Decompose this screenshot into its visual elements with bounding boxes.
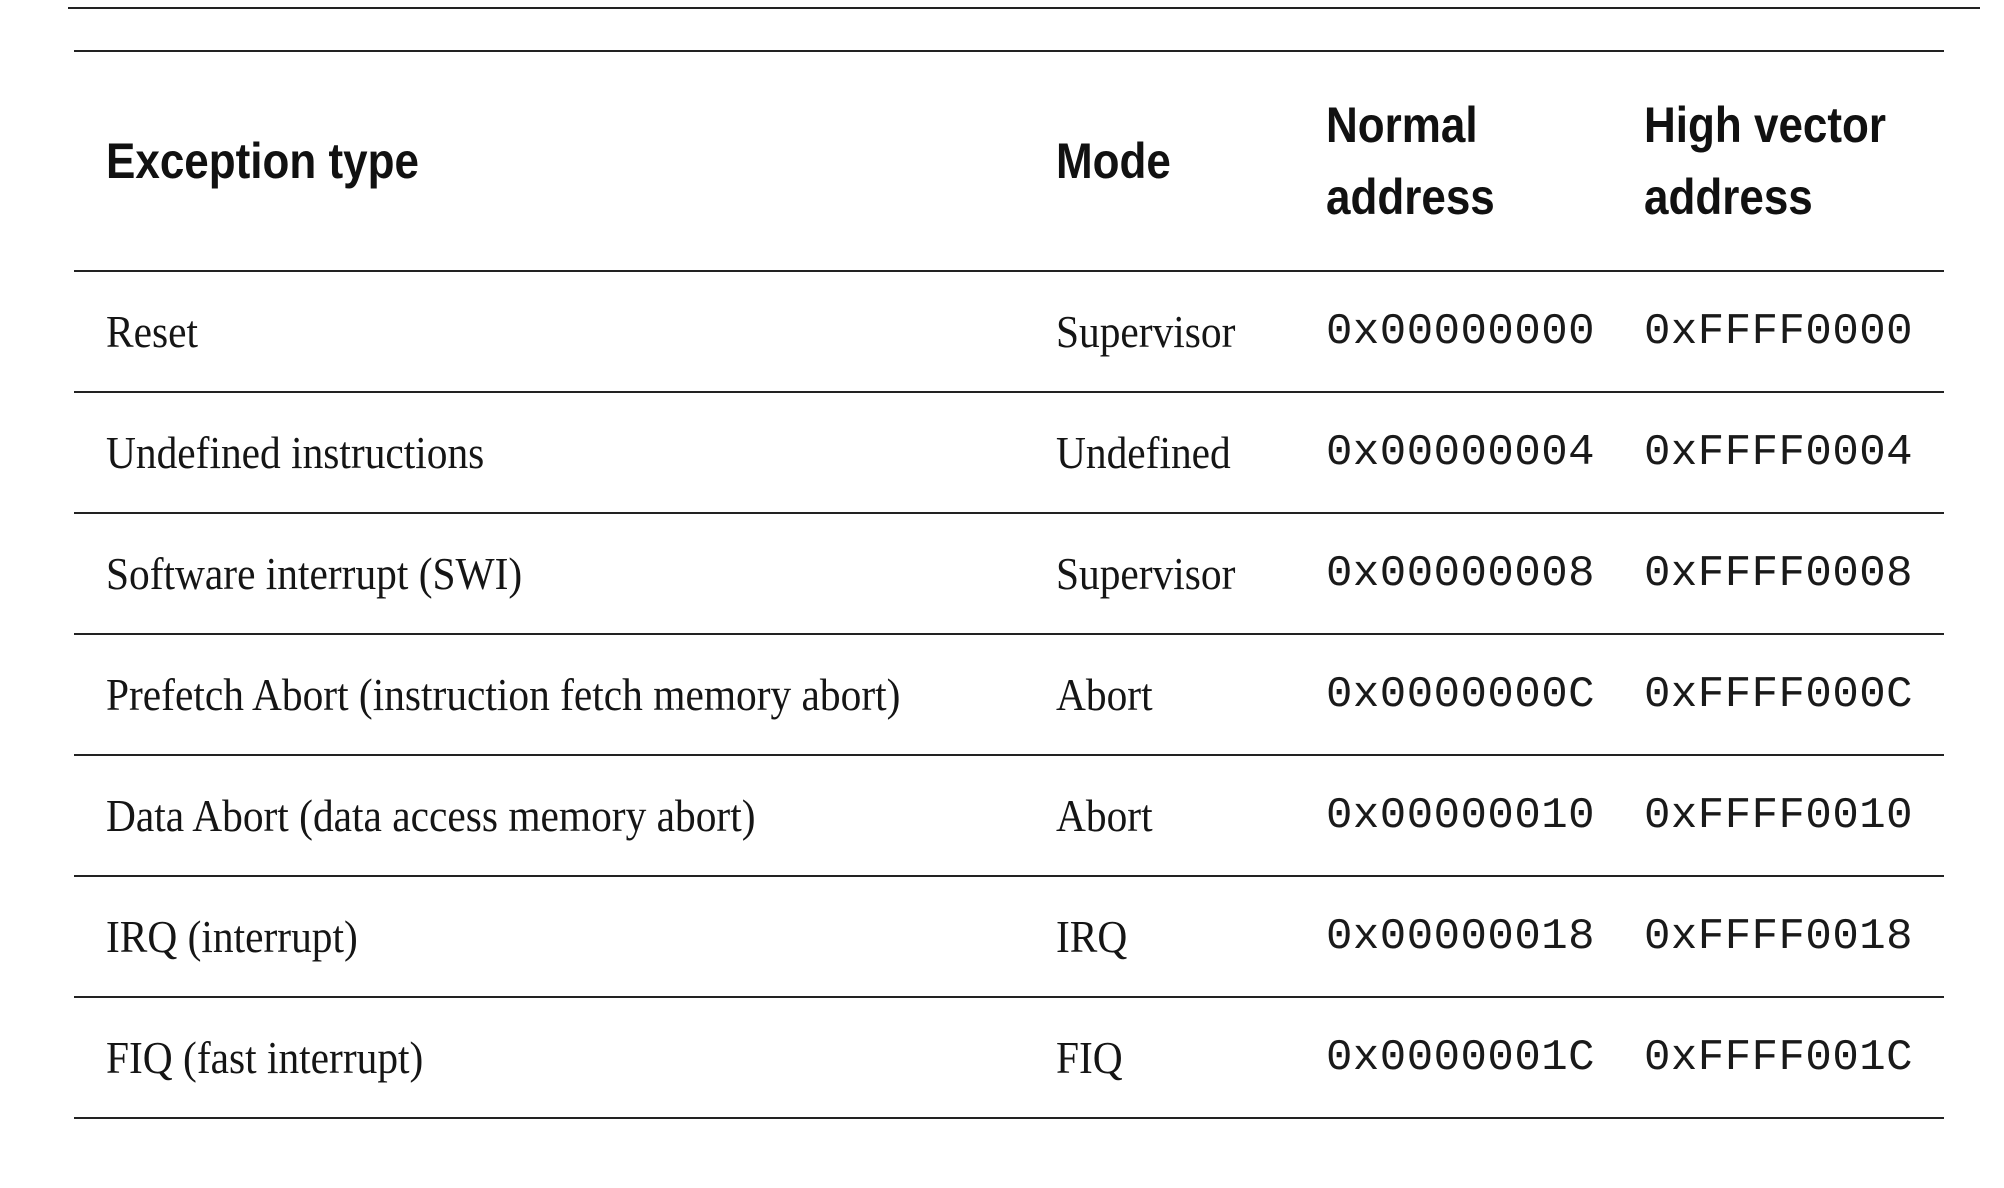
cell-high-vector-address: 0xFFFF0010 [1618, 791, 1944, 841]
cell-high-vector-address: 0xFFFF001C [1618, 1033, 1944, 1083]
high-vector-address-text: 0xFFFF0010 [1644, 790, 1914, 841]
header-high-vector-address: High vector address [1644, 89, 1908, 233]
cell-normal-address: 0x00000010 [1294, 791, 1618, 841]
exception-type-text: Software interrupt (SWI) [106, 548, 523, 599]
normal-address-text: 0x00000018 [1326, 911, 1596, 962]
table-row: FIQ (fast interrupt) FIQ 0x0000001C 0xFF… [74, 998, 1944, 1119]
header-normal-line2: address [1326, 169, 1495, 225]
high-vector-address-text: 0xFFFF0000 [1644, 306, 1914, 357]
cell-exception-type: Undefined instructions [74, 426, 1024, 479]
table-header-row: Exception type Mode Normal address High … [74, 52, 1944, 272]
exception-vector-table: Exception type Mode Normal address High … [74, 50, 1944, 1119]
table-row: Software interrupt (SWI) Supervisor 0x00… [74, 514, 1944, 635]
mode-text: Abort [1056, 790, 1153, 841]
cell-mode: FIQ [1024, 1031, 1294, 1084]
exception-type-text: IRQ (interrupt) [106, 911, 358, 962]
cell-mode: IRQ [1024, 910, 1294, 963]
cell-high-vector-address: 0xFFFF0004 [1618, 428, 1944, 478]
header-cell-normal-address: Normal address [1294, 89, 1618, 233]
header-mode: Mode [1056, 133, 1171, 189]
header-normal-line1: Normal [1326, 97, 1478, 153]
mode-text: Abort [1056, 669, 1153, 720]
table-row: Prefetch Abort (instruction fetch memory… [74, 635, 1944, 756]
normal-address-text: 0x0000000C [1326, 669, 1596, 720]
header-cell-high-vector-address: High vector address [1618, 89, 1944, 233]
cell-mode: Undefined [1024, 426, 1294, 479]
mode-text: IRQ [1056, 911, 1128, 962]
normal-address-text: 0x0000001C [1326, 1032, 1596, 1083]
cell-exception-type: Software interrupt (SWI) [74, 547, 1024, 600]
table-row: Data Abort (data access memory abort) Ab… [74, 756, 1944, 877]
normal-address-text: 0x00000004 [1326, 427, 1596, 478]
header-cell-mode: Mode [1024, 125, 1294, 197]
exception-type-text: Undefined instructions [106, 427, 485, 478]
normal-address-text: 0x00000010 [1326, 790, 1596, 841]
header-cell-exception-type: Exception type [74, 125, 1024, 197]
cell-high-vector-address: 0xFFFF0000 [1618, 307, 1944, 357]
mode-text: FIQ [1056, 1032, 1123, 1083]
normal-address-text: 0x00000000 [1326, 306, 1596, 357]
mode-text: Supervisor [1056, 548, 1236, 599]
table-row: Undefined instructions Undefined 0x00000… [74, 393, 1944, 514]
header-exception-type: Exception type [106, 133, 419, 189]
top-rule [68, 7, 1980, 9]
cell-exception-type: FIQ (fast interrupt) [74, 1031, 1024, 1084]
cell-exception-type: IRQ (interrupt) [74, 910, 1024, 963]
cell-mode: Abort [1024, 789, 1294, 842]
exception-type-text: Data Abort (data access memory abort) [106, 790, 756, 841]
cell-normal-address: 0x00000018 [1294, 912, 1618, 962]
high-vector-address-text: 0xFFFF000C [1644, 669, 1914, 720]
cell-exception-type: Prefetch Abort (instruction fetch memory… [74, 668, 1024, 721]
cell-high-vector-address: 0xFFFF000C [1618, 670, 1944, 720]
cell-high-vector-address: 0xFFFF0008 [1618, 549, 1944, 599]
high-vector-address-text: 0xFFFF001C [1644, 1032, 1914, 1083]
high-vector-address-text: 0xFFFF0008 [1644, 548, 1914, 599]
cell-exception-type: Data Abort (data access memory abort) [74, 789, 1024, 842]
exception-type-text: FIQ (fast interrupt) [106, 1032, 424, 1083]
high-vector-address-text: 0xFFFF0004 [1644, 427, 1914, 478]
header-high-line1: High vector [1644, 97, 1887, 153]
exception-type-text: Reset [106, 306, 198, 357]
mode-text: Supervisor [1056, 306, 1236, 357]
cell-mode: Supervisor [1024, 305, 1294, 358]
header-normal-address: Normal address [1326, 89, 1583, 233]
mode-text: Undefined [1056, 427, 1231, 478]
cell-mode: Abort [1024, 668, 1294, 721]
table-row: IRQ (interrupt) IRQ 0x00000018 0xFFFF001… [74, 877, 1944, 998]
cell-normal-address: 0x0000000C [1294, 670, 1618, 720]
cell-mode: Supervisor [1024, 547, 1294, 600]
cell-normal-address: 0x00000008 [1294, 549, 1618, 599]
normal-address-text: 0x00000008 [1326, 548, 1596, 599]
header-high-line2: address [1644, 169, 1813, 225]
cell-exception-type: Reset [74, 305, 1024, 358]
table-row: Reset Supervisor 0x00000000 0xFFFF0000 [74, 272, 1944, 393]
cell-normal-address: 0x0000001C [1294, 1033, 1618, 1083]
cell-normal-address: 0x00000000 [1294, 307, 1618, 357]
exception-type-text: Prefetch Abort (instruction fetch memory… [106, 669, 901, 720]
cell-normal-address: 0x00000004 [1294, 428, 1618, 478]
cell-high-vector-address: 0xFFFF0018 [1618, 912, 1944, 962]
high-vector-address-text: 0xFFFF0018 [1644, 911, 1914, 962]
